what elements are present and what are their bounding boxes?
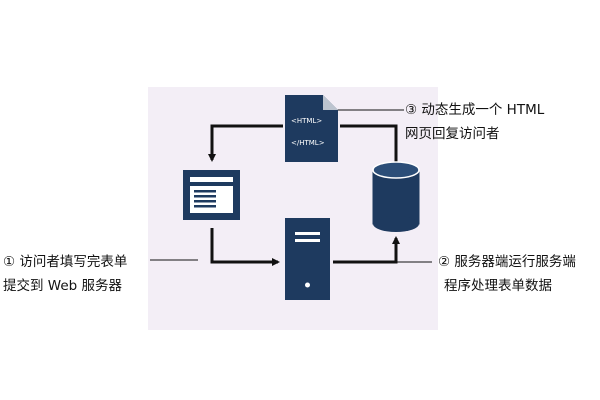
arrow-database-to-doc	[340, 124, 398, 163]
arrow-browser-to-server	[210, 228, 280, 266]
label-step3: ③ 动态生成一个 HTML 网页回复访问者	[405, 98, 544, 146]
label-step3-line1: ③ 动态生成一个 HTML	[405, 102, 545, 118]
html-close-tag: </HTML>	[291, 139, 325, 147]
server-tower-icon	[285, 218, 330, 300]
label-step1-line2: 提交到 Web 服务器	[3, 278, 123, 294]
html-document-icon: <HTML> </HTML>	[285, 95, 338, 162]
arrow-server-to-database	[333, 236, 400, 264]
label-step2: ② 服务器端运行服务端 程序处理表单数据	[438, 250, 576, 298]
arrow-doc-to-browser	[208, 124, 283, 162]
database-icon	[372, 161, 420, 232]
label-step1-line1: ① 访问者填写完表单	[3, 254, 128, 270]
html-open-tag: <HTML>	[291, 117, 322, 125]
label-step2-line1: ② 服务器端运行服务端	[438, 254, 576, 270]
label-step1: ① 访问者填写完表单 提交到 Web 服务器	[3, 250, 127, 298]
label-step2-line2: 程序处理表单数据	[444, 278, 552, 294]
browser-window-icon	[183, 170, 240, 220]
label-step3-line2: 网页回复访问者	[405, 126, 500, 142]
